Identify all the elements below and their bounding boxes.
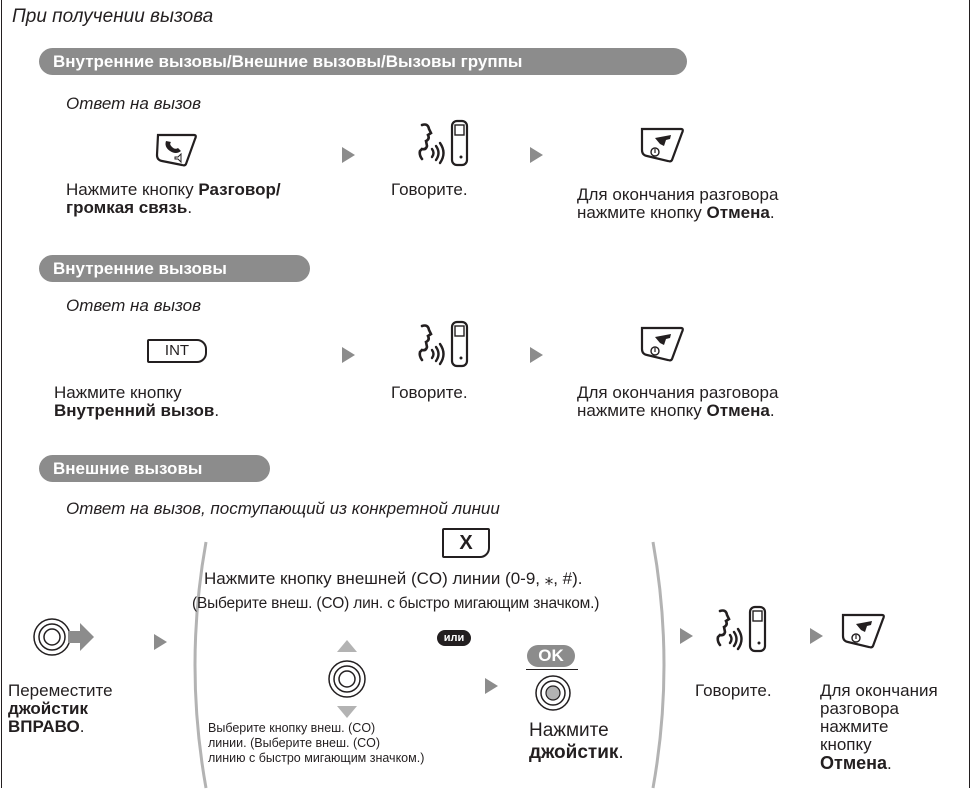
page-title: При получении вызова bbox=[12, 6, 214, 27]
joystick-right-icon bbox=[33, 618, 94, 656]
talk-icon bbox=[418, 119, 469, 167]
step2-instruction: Говорите. bbox=[391, 383, 468, 402]
co-line-instruction: Нажмите кнопку внешней (CO) линии (0-9, … bbox=[204, 569, 583, 588]
talk-icon bbox=[418, 320, 469, 368]
talk-instruction: Говорите. bbox=[695, 681, 772, 700]
step-arrow bbox=[342, 147, 355, 163]
ok-divider bbox=[526, 669, 578, 670]
section-banner-all-calls: Внутренние вызовы/Внешние вызовы/Вызовы … bbox=[39, 48, 687, 75]
step3-instruction: Для окончания разговора нажмите кнопку О… bbox=[577, 185, 779, 222]
step-arrow bbox=[154, 634, 167, 650]
step-arrow bbox=[530, 147, 543, 163]
press-joystick-instruction: Нажмите джойстик. bbox=[529, 720, 624, 763]
step-arrow bbox=[342, 347, 355, 363]
cancel-button-icon bbox=[640, 326, 684, 362]
select-co-instruction: Выберите кнопку внеш. (CO) линии. (Выбер… bbox=[208, 721, 425, 765]
talk-icon bbox=[716, 605, 767, 653]
co-line-key-icon: X bbox=[442, 528, 490, 558]
section-banner-outside-calls: Внешние вызовы bbox=[39, 455, 270, 482]
or-badge: или bbox=[437, 630, 471, 646]
end-call-instruction: Для окончания разговора нажмите кнопку О… bbox=[820, 681, 938, 773]
step1-instruction: Нажмите кнопку Разговор/ громкая связь. bbox=[66, 180, 281, 217]
step1-instruction: Нажмите кнопку Внутренний вызов. bbox=[54, 383, 220, 420]
ok-badge: OK bbox=[527, 645, 575, 667]
joystick-center-press-icon bbox=[535, 675, 571, 711]
step-arrow bbox=[680, 628, 693, 644]
int-key-icon: INT bbox=[147, 339, 207, 363]
step-arrow bbox=[810, 628, 823, 644]
section-banner-intercom: Внутренние вызовы bbox=[39, 255, 310, 282]
step-arrow bbox=[530, 347, 543, 363]
talk-speaker-button-icon bbox=[155, 133, 197, 167]
section3-subhead: Ответ на вызов, поступающий из конкретно… bbox=[66, 499, 500, 518]
step2-instruction: Говорите. bbox=[391, 180, 468, 199]
cancel-button-icon bbox=[841, 613, 885, 649]
cancel-button-icon bbox=[640, 127, 684, 163]
step-arrow bbox=[485, 678, 498, 694]
step3-instruction: Для окончания разговора нажмите кнопку О… bbox=[577, 383, 779, 420]
section2-subhead: Ответ на вызов bbox=[66, 296, 201, 315]
open-paren-bracket bbox=[193, 541, 208, 789]
co-line-note: (Выберите внеш. (CO) лин. с быстро мигаю… bbox=[192, 595, 600, 612]
section1-subhead: Ответ на вызов bbox=[66, 94, 201, 113]
joystick-right-instruction: Переместите джойстик ВПРАВО. bbox=[8, 681, 113, 736]
joystick-updown-icon bbox=[328, 640, 366, 718]
close-paren-bracket bbox=[651, 541, 666, 789]
